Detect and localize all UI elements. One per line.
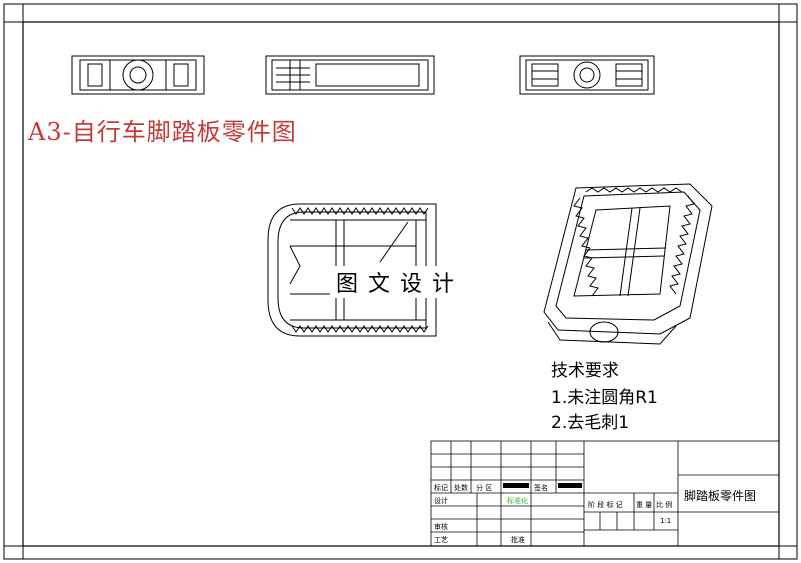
corner-ticks — [4, 4, 797, 559]
tb-stage-label: 阶 段 标 记 — [588, 501, 623, 509]
requirements-heading: 技术要求 — [551, 361, 619, 381]
tb-zone-label: 分 区 — [476, 484, 493, 492]
tb-scale-label: 比 例 — [656, 501, 673, 509]
inner-frame — [22, 21, 780, 547]
top-view-left — [71, 55, 205, 95]
tb-standardize-label: 标准化 — [507, 497, 528, 505]
tb-review-label: 审核 — [434, 523, 448, 531]
black-bar-1 — [503, 483, 529, 488]
tb-process-label: 工艺 — [434, 536, 448, 544]
tb-weight-label: 重 量 — [636, 501, 653, 509]
tb-count-label: 处数 — [454, 484, 468, 492]
tb-approve-label: 批准 — [511, 536, 525, 544]
tb-part-name: 脚踏板零件图 — [684, 489, 757, 503]
title-block — [430, 440, 780, 547]
isometric-view — [543, 183, 713, 345]
top-view-middle — [265, 55, 435, 95]
black-bar-2 — [558, 483, 582, 488]
requirement-item-2: 2.去毛刺1 — [551, 413, 630, 433]
tb-scale-value: 1:1 — [660, 517, 672, 525]
outer-border — [3, 3, 798, 560]
tb-mark-label: 标记 — [434, 484, 448, 492]
tb-sign-label: 签名 — [534, 484, 548, 492]
tb-design-label: 设计 — [434, 497, 448, 505]
drawing-title: A3-自行车脚踏板零件图 — [28, 118, 297, 146]
requirement-item-1: 1.未注圆角R1 — [551, 388, 658, 408]
watermark-text: 图文设计 — [330, 266, 471, 298]
top-view-right — [519, 55, 655, 95]
